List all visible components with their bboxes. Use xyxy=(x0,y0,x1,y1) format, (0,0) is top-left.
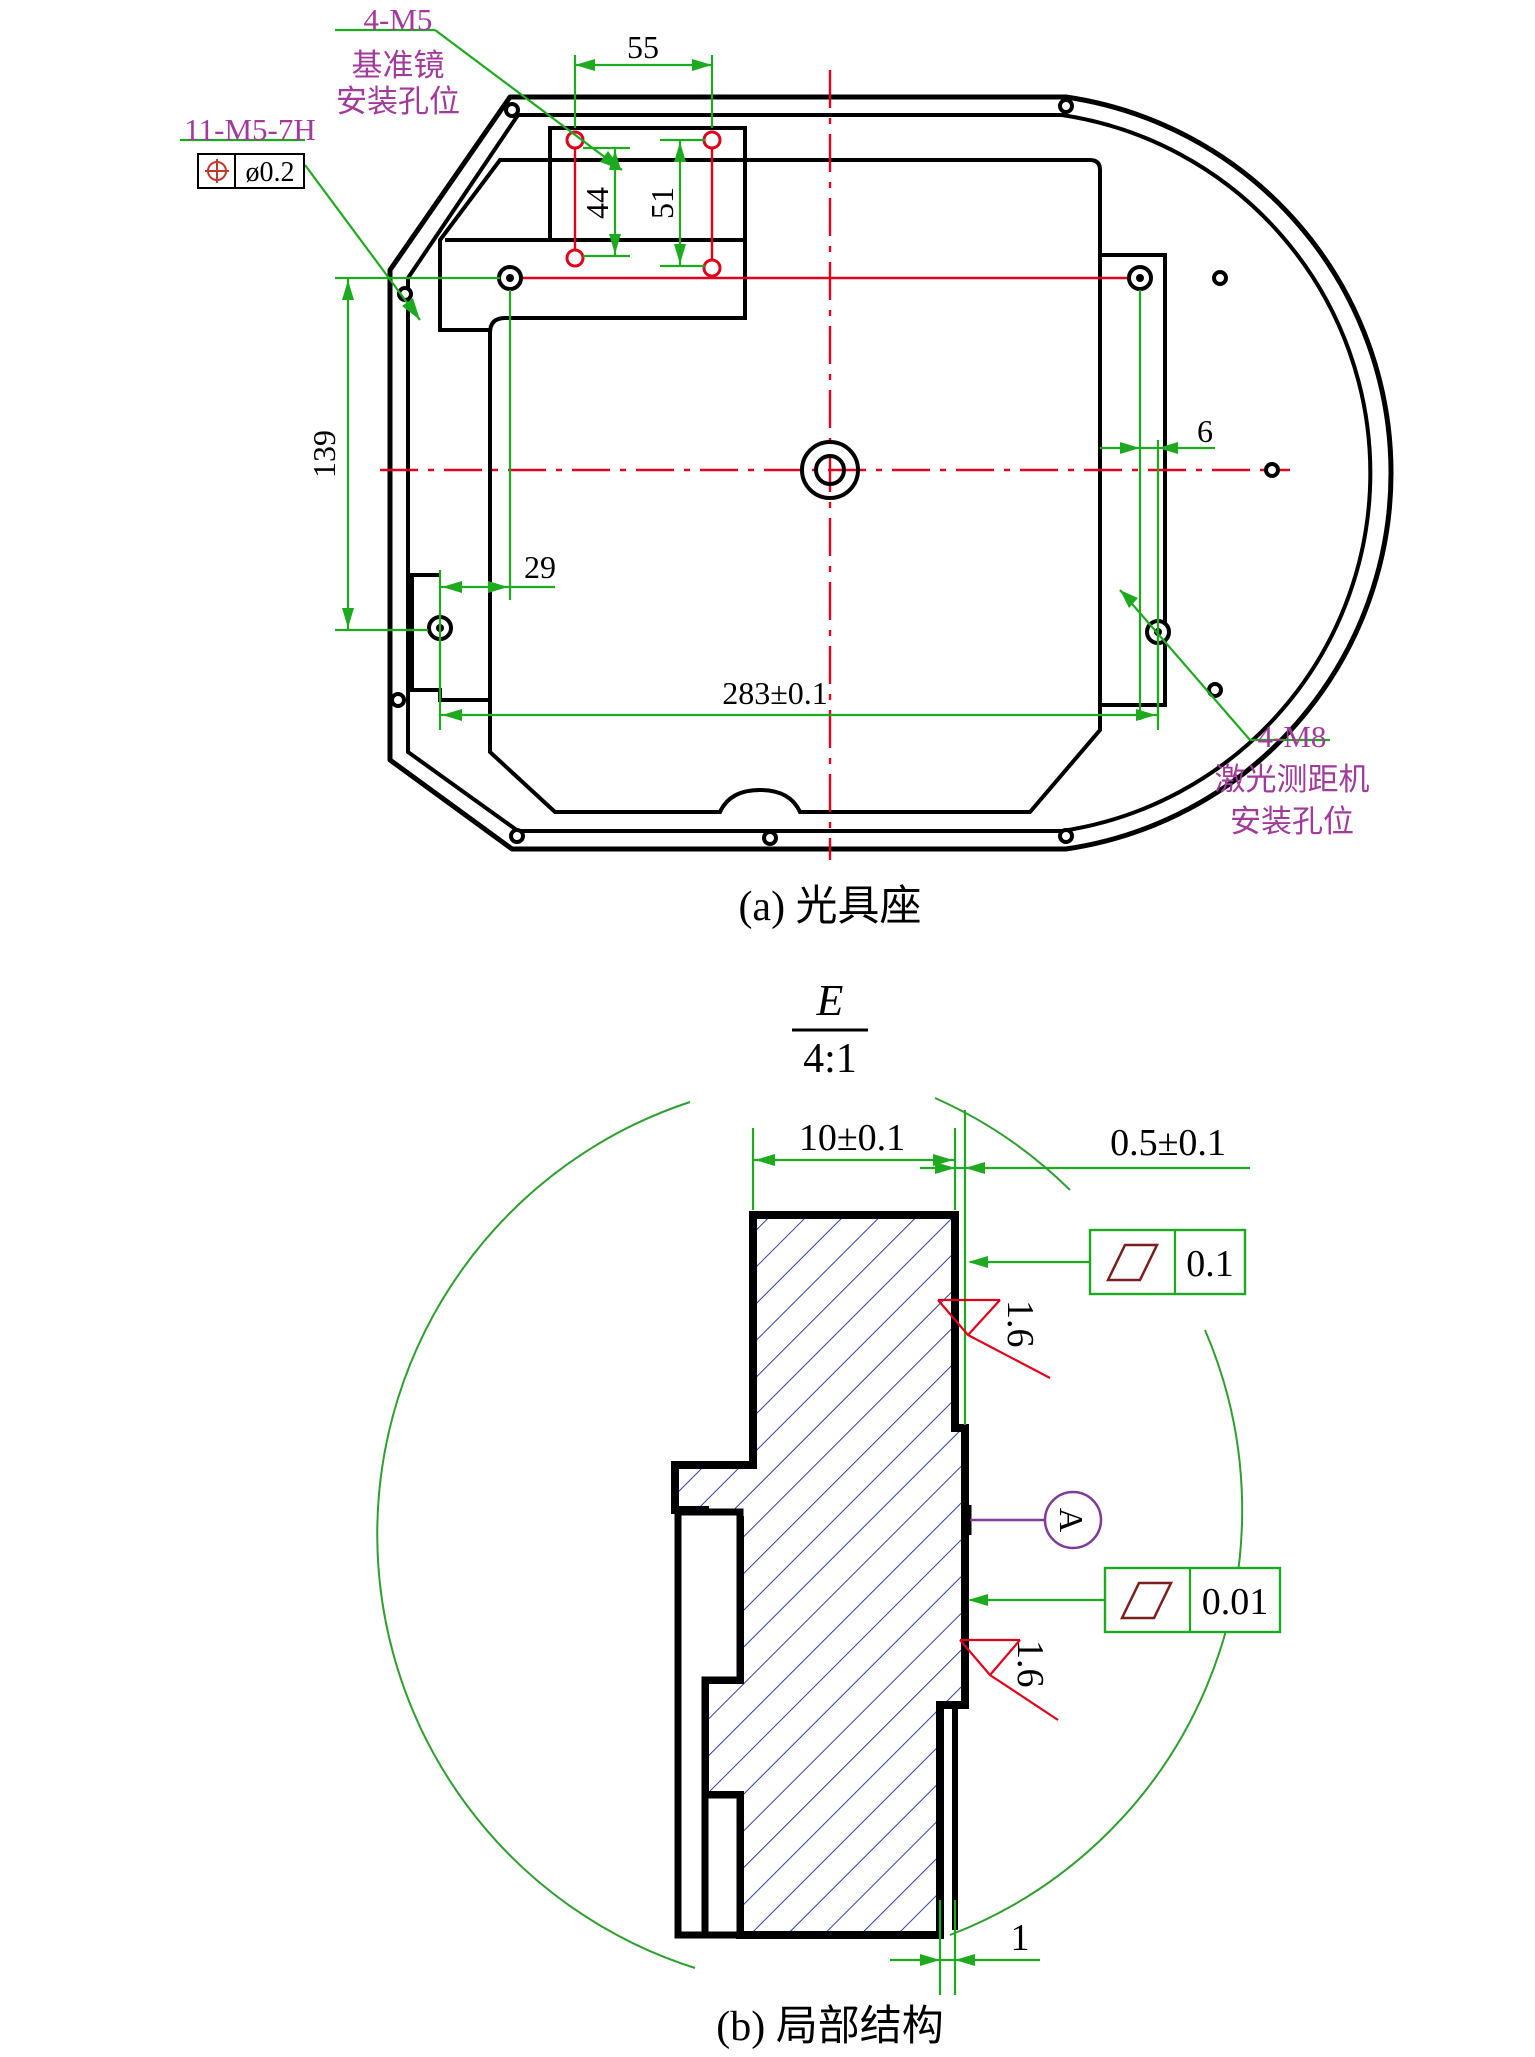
mirror-hole-4 xyxy=(702,258,722,278)
svg-text:0.1: 0.1 xyxy=(1186,1243,1234,1285)
left-notch xyxy=(410,573,490,702)
svg-text:51: 51 xyxy=(644,187,680,219)
caption-b: (b) 局部结构 xyxy=(716,2004,943,2050)
datum-circle xyxy=(1043,1490,1103,1550)
svg-text:4-M5: 4-M5 xyxy=(364,2,433,37)
dimension-51: 51 xyxy=(644,138,705,268)
center-boss-inner xyxy=(814,454,846,486)
mirror-hole-3 xyxy=(565,248,585,268)
svg-text:A: A xyxy=(1052,1508,1089,1533)
center-boss-outer xyxy=(800,440,860,500)
svg-text:6: 6 xyxy=(1197,413,1213,449)
svg-text:29: 29 xyxy=(524,549,556,585)
slot-2 xyxy=(701,1791,744,1939)
svg-text:44: 44 xyxy=(579,187,615,219)
svg-text:0.5±0.1: 0.5±0.1 xyxy=(1110,1122,1226,1164)
pocket-outline xyxy=(438,158,1102,814)
roughness-symbol-2: 1.6 xyxy=(959,1638,1059,1721)
svg-text:10±0.1: 10±0.1 xyxy=(799,1117,905,1159)
dimension-width: 10±0.1 xyxy=(751,1117,957,1210)
svg-text:安装孔位: 安装孔位 xyxy=(1230,804,1354,839)
dimension-bottom: 1 xyxy=(890,1900,1040,1995)
mirror-hole-2 xyxy=(702,130,722,150)
flatness-callout-1: 0.1 xyxy=(968,1228,1247,1296)
svg-text:1: 1 xyxy=(1011,1917,1030,1959)
datum-a: A xyxy=(968,1490,1103,1550)
svg-text:283±0.1: 283±0.1 xyxy=(722,675,828,711)
svg-text:安装孔位: 安装孔位 xyxy=(336,84,460,119)
dimension-139: 139 xyxy=(306,276,500,632)
view-scale: 4:1 xyxy=(803,1036,857,1082)
view-letter: E xyxy=(816,976,844,1025)
svg-text:139: 139 xyxy=(306,430,342,478)
svg-text:4-M8: 4-M8 xyxy=(1258,719,1327,754)
detail-circle-right-lower xyxy=(949,1329,1244,1936)
right-tab xyxy=(1100,253,1167,707)
figure-b: E 4:1 10±0.1 0.5±0.1 xyxy=(376,976,1282,2050)
svg-text:ø0.2: ø0.2 xyxy=(246,157,295,188)
base-outline xyxy=(387,94,1394,852)
flatness-icon xyxy=(1106,1243,1159,1282)
rail-left xyxy=(445,238,747,700)
svg-text:基准镜: 基准镜 xyxy=(352,48,445,83)
flatness-icon-2 xyxy=(1120,1581,1173,1620)
mounting-holes xyxy=(390,98,1280,846)
svg-text:11-M5-7H: 11-M5-7H xyxy=(184,112,315,147)
dimension-283: 283±0.1 xyxy=(438,640,1160,730)
flatness-callout-2: 0.01 xyxy=(968,1566,1282,1634)
detail-circle-right xyxy=(934,1097,1071,1191)
leader-4m8: 4-M8 激光测距机 安装孔位 xyxy=(1119,589,1370,839)
svg-text:激光测距机: 激光测距机 xyxy=(1215,762,1370,797)
dimension-offset: 0.5±0.1 xyxy=(920,1110,1250,1425)
caption-a: (a) 光具座 xyxy=(738,883,921,930)
roughness-symbol-1: 1.6 xyxy=(937,1298,1051,1379)
svg-text:55: 55 xyxy=(627,29,659,65)
slot-1 xyxy=(674,1508,744,1939)
dimension-29: 29 xyxy=(438,290,556,700)
svg-text:1.6: 1.6 xyxy=(999,1300,1041,1348)
svg-text:1.6: 1.6 xyxy=(1009,1640,1051,1688)
base-inner-outline xyxy=(406,113,1373,833)
svg-text:0.01: 0.01 xyxy=(1202,1581,1269,1623)
detail-circle-left xyxy=(376,1101,696,1969)
leader-4m5: 4-M5 基准镜 安装孔位 xyxy=(335,2,623,171)
figure-a: 55 44 51 139 xyxy=(180,2,1394,930)
dimension-55: 55 xyxy=(573,29,714,128)
leader-11m5: 11-M5-7H ø0.2 xyxy=(180,112,421,321)
